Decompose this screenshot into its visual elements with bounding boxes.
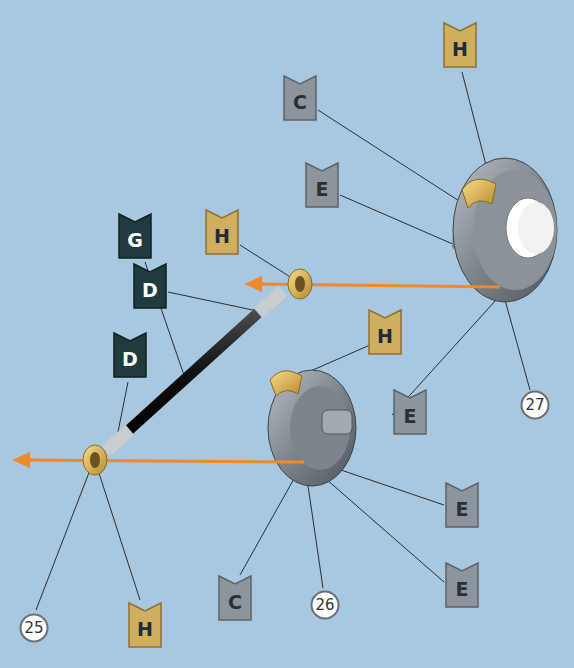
regulator-one [452,158,557,302]
hose [106,291,283,451]
callout-text: 27 [525,396,544,414]
flag-letter: H [452,38,468,60]
flow-arrows [12,276,500,468]
label-flag: H [443,22,477,68]
flag-letter: E [456,498,469,520]
regulator-two [268,370,356,486]
label-flag: H [368,309,402,355]
flag-letter: E [316,178,329,200]
flag-letter: E [456,578,469,600]
callout-number: 26 [310,590,340,620]
label-flag: E [305,162,339,208]
callout-text: 26 [315,596,334,614]
flag-letter: E [404,405,417,427]
leader-lines [36,72,530,610]
label-flag: C [283,75,317,121]
label-flag: H [128,602,162,648]
fittings [83,269,312,475]
flag-letter: H [377,325,393,347]
label-flag: D [113,332,147,378]
label-flag: G [118,213,152,259]
flag-letter: C [228,591,242,613]
label-flag: H [205,209,239,255]
callout-number: 25 [19,613,49,643]
callout-number: 27 [520,390,550,420]
flag-letter: H [137,618,153,640]
flag-letter: D [142,279,158,301]
label-flag: E [393,389,427,435]
callout-text: 25 [24,619,43,637]
flag-letter: H [214,225,230,247]
flag-letter: G [127,229,143,251]
label-flag: D [133,263,167,309]
label-flag: E [445,562,479,608]
flag-letter: D [122,348,138,370]
label-flag: E [445,482,479,528]
flag-letter: C [293,91,307,113]
label-flag: C [218,575,252,621]
